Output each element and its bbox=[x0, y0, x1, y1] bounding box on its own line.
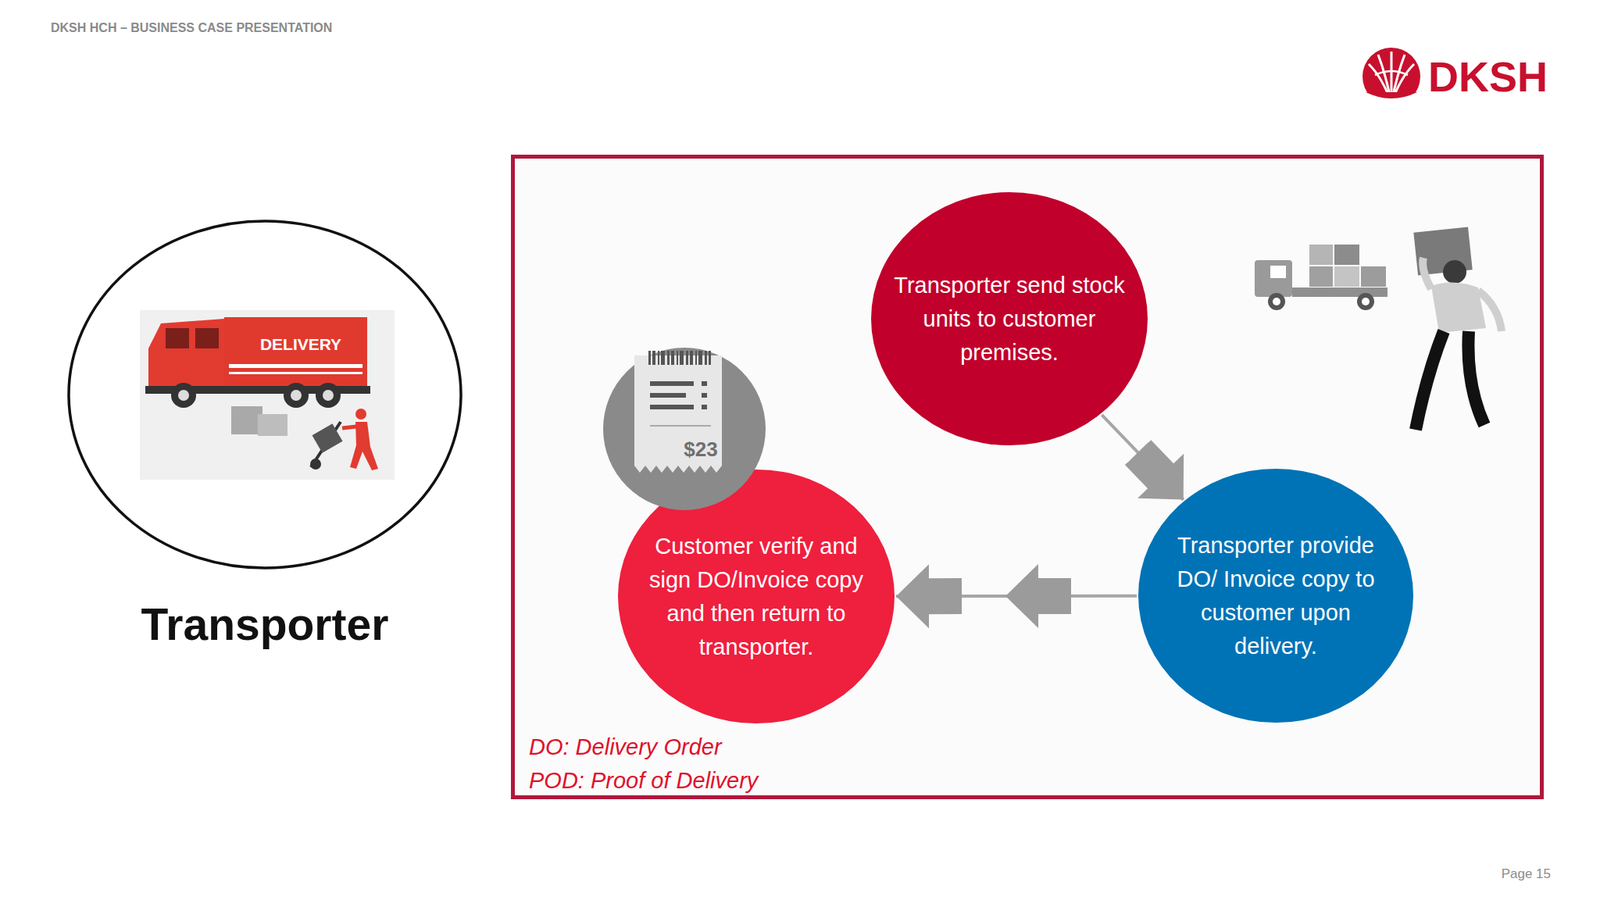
courier-figure bbox=[1413, 226, 1502, 430]
courier-figure bbox=[1442, 260, 1467, 284]
delivery-truck-illustration bbox=[171, 382, 197, 408]
circle-shape bbox=[1136, 467, 1415, 725]
receipt-amount: $23 bbox=[683, 437, 718, 462]
circle-shape bbox=[616, 467, 897, 725]
courier-figure bbox=[1467, 331, 1485, 425]
delivery-truck-illustration bbox=[228, 371, 363, 375]
delivery-truck-illustration bbox=[195, 328, 219, 349]
step-text: Transporter provide DO/ Invoice copy to … bbox=[1158, 528, 1393, 664]
flatbed-truck-icon bbox=[1334, 244, 1360, 265]
delivery-truck-illustration bbox=[165, 328, 190, 349]
truck-lettering: DELIVERY bbox=[260, 335, 342, 354]
receipt-icon bbox=[650, 425, 711, 427]
delivery-truck-illustration bbox=[228, 364, 363, 368]
logo-wordmark: DKSH bbox=[1428, 52, 1548, 101]
delivery-truck-illustration bbox=[312, 423, 343, 454]
logo-symbol bbox=[1368, 64, 1392, 104]
delivery-truck-illustration bbox=[257, 414, 288, 436]
process-circle: Transporter provide DO/ Invoice copy to … bbox=[1136, 467, 1415, 725]
delivery-truck-illustration bbox=[148, 318, 225, 388]
delivery-truck-illustration bbox=[322, 389, 334, 401]
flatbed-truck-icon bbox=[1309, 266, 1333, 287]
logo-symbol bbox=[1378, 54, 1392, 104]
ellipse-outline bbox=[68, 221, 461, 568]
flatbed-truck-icon bbox=[1334, 266, 1360, 287]
delivery-truck-illustration bbox=[283, 382, 309, 408]
receipt-icon bbox=[603, 347, 766, 511]
delivery-truck-illustration bbox=[310, 421, 341, 468]
courier-figure bbox=[1422, 257, 1432, 290]
flatbed-truck-icon bbox=[1361, 297, 1370, 306]
delivery-truck-illustration bbox=[310, 458, 322, 470]
step-text: Transporter send stock units to customer… bbox=[884, 268, 1135, 370]
delivery-truck-illustration bbox=[139, 310, 395, 480]
delivery-truck-illustration bbox=[315, 382, 341, 408]
flow-arrow bbox=[896, 594, 1137, 598]
courier-figure bbox=[1415, 331, 1444, 430]
connector-group bbox=[896, 414, 1184, 597]
delivery-truck-illustration bbox=[178, 389, 190, 401]
logo-symbol bbox=[1362, 47, 1421, 106]
flow-arrow bbox=[1101, 414, 1183, 500]
delivery-truck-illustration bbox=[224, 317, 368, 390]
flatbed-truck-icon bbox=[1270, 265, 1286, 279]
delivery-truck-illustration bbox=[290, 389, 302, 401]
delivery-truck-illustration bbox=[355, 408, 367, 420]
flatbed-truck-icon bbox=[1254, 260, 1293, 297]
logo-symbol bbox=[1362, 47, 1421, 107]
delivery-truck-illustration bbox=[145, 385, 371, 394]
receipt-icon bbox=[648, 350, 711, 365]
flatbed-truck-icon bbox=[1267, 292, 1286, 311]
logo-symbol bbox=[1390, 51, 1393, 104]
delivery-truck-illustration bbox=[342, 426, 357, 429]
ellipse-outline bbox=[67, 219, 463, 570]
receipt-icon bbox=[650, 404, 694, 410]
delivery-truck-illustration bbox=[139, 310, 395, 480]
receipt-icon bbox=[603, 347, 766, 511]
receipt-icon bbox=[650, 381, 694, 386]
delivery-truck-illustration bbox=[350, 421, 379, 471]
flatbed-truck-icon bbox=[1272, 297, 1281, 306]
courier-figure bbox=[1478, 290, 1502, 332]
flatbed-truck-icon bbox=[1292, 287, 1388, 297]
receipt-icon bbox=[701, 392, 708, 398]
logo-symbol bbox=[1391, 64, 1415, 104]
receipt-icon bbox=[701, 381, 708, 386]
abbreviation-note: POD: Proof of Delivery bbox=[528, 764, 758, 797]
logo-symbol bbox=[1375, 71, 1408, 75]
abbreviation-note: DO: Delivery Order bbox=[528, 730, 722, 764]
receipt-icon bbox=[634, 355, 722, 473]
flatbed-truck-icon bbox=[1357, 292, 1375, 311]
process-circle: Customer verify and sign DO/Invoice copy… bbox=[616, 467, 897, 725]
flatbed-truck-icon bbox=[1360, 266, 1386, 287]
flatbed-truck-icon bbox=[1254, 244, 1388, 311]
courier-figure bbox=[1431, 282, 1486, 333]
actor-title: Transporter bbox=[67, 597, 463, 651]
logo-symbol bbox=[1391, 54, 1405, 104]
receipt-icon bbox=[650, 392, 686, 398]
circle-shape bbox=[1138, 468, 1414, 723]
page-header: DKSH HCH – BUSINESS CASE PRESENTATION bbox=[50, 21, 333, 36]
delivery-truck-illustration bbox=[231, 406, 263, 435]
actor-ellipse: Transporter bbox=[67, 219, 463, 570]
courier-figure bbox=[1413, 226, 1472, 275]
page-number: Page 15 bbox=[1501, 866, 1551, 883]
flatbed-truck-icon bbox=[1309, 244, 1333, 265]
receipt-icon bbox=[701, 404, 708, 410]
step-text: Customer verify and sign DO/Invoice copy… bbox=[639, 529, 874, 665]
circle-shape bbox=[617, 469, 895, 724]
process-frame: Transporter send stock units to customer… bbox=[510, 154, 1544, 800]
circle-shape bbox=[871, 192, 1148, 446]
logo-symbol bbox=[1362, 92, 1421, 107]
process-circle: Transporter send stock units to customer… bbox=[869, 190, 1150, 447]
logo-symbol bbox=[1365, 92, 1418, 99]
